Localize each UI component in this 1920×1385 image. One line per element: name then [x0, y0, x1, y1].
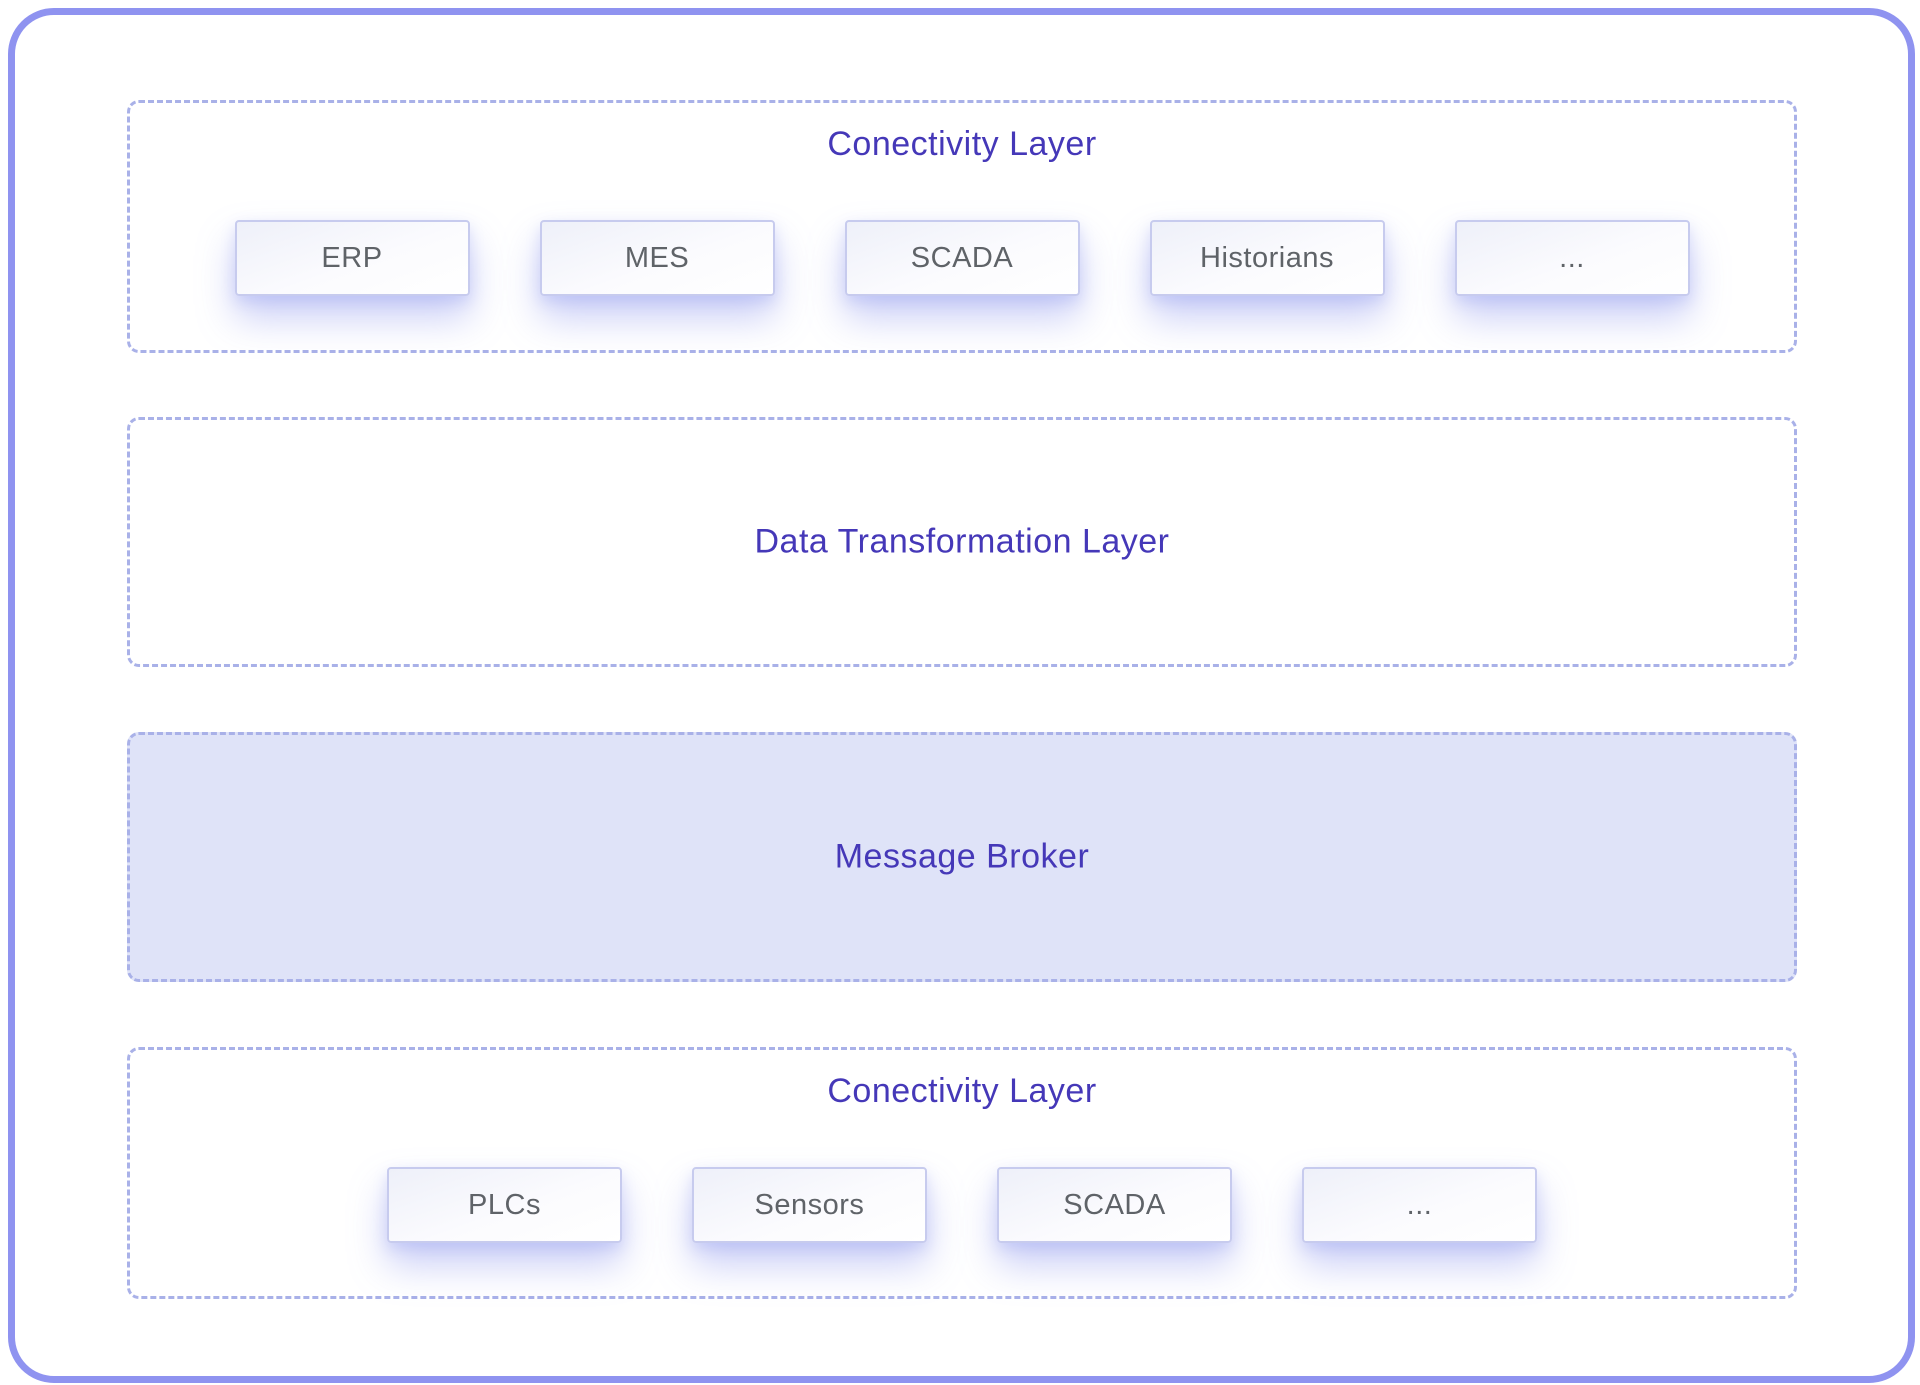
layer-connectivity-top: Conectivity Layer ERP MES SCADA Historia… [127, 100, 1797, 353]
node-scada-top: SCADA [844, 220, 1080, 296]
connectivity-bottom-box-row: PLCs Sensors SCADA ... [130, 1167, 1794, 1243]
diagram-frame: Conectivity Layer ERP MES SCADA Historia… [8, 8, 1915, 1383]
layer-message-broker-title: Message Broker [834, 837, 1090, 876]
node-more-bottom: ... [1302, 1167, 1537, 1243]
node-scada-bottom: SCADA [997, 1167, 1232, 1243]
node-mes: MES [539, 220, 775, 296]
layer-data-transformation-title: Data Transformation Layer [754, 522, 1170, 561]
layer-data-transformation: Data Transformation Layer [127, 417, 1797, 667]
layer-connectivity-bottom: Conectivity Layer PLCs Sensors SCADA ... [127, 1047, 1797, 1299]
layer-message-broker: Message Broker [127, 732, 1797, 982]
connectivity-top-box-row: ERP MES SCADA Historians ... [130, 220, 1794, 296]
node-erp: ERP [234, 220, 470, 296]
layer-connectivity-top-title: Conectivity Layer [827, 125, 1097, 163]
node-more-top: ... [1454, 220, 1690, 296]
node-plcs: PLCs [387, 1167, 622, 1243]
node-historians: Historians [1149, 220, 1385, 296]
layer-connectivity-bottom-title: Conectivity Layer [827, 1072, 1097, 1110]
node-sensors: Sensors [692, 1167, 927, 1243]
